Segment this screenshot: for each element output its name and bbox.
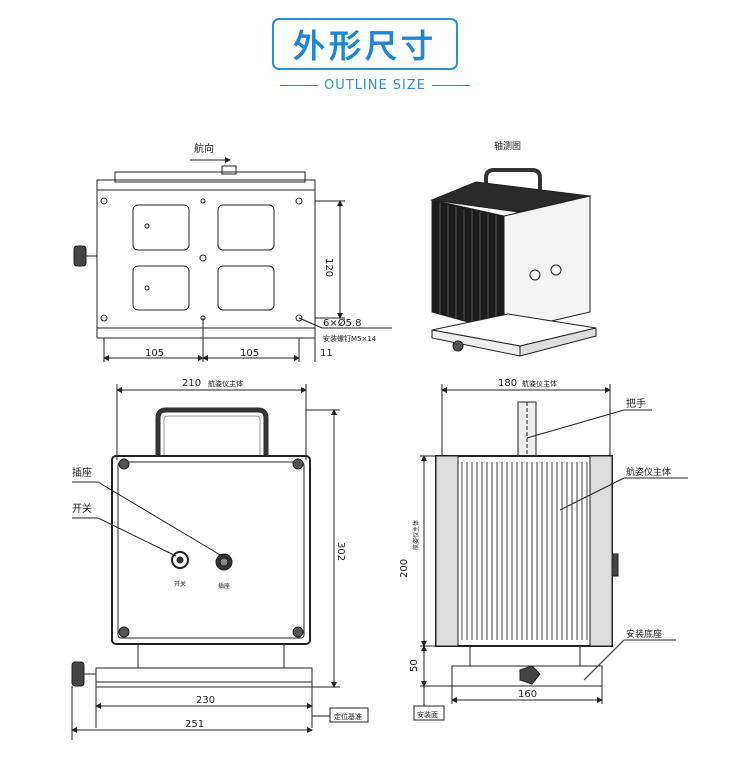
side-datum-label: 安装面	[417, 710, 438, 719]
top-hole	[144, 285, 150, 291]
iso-fins	[439, 203, 497, 330]
iso-socket-icon	[550, 264, 562, 276]
front-handle	[155, 407, 269, 456]
side-view: 180 航姿仪主体	[399, 378, 688, 721]
socket-label: 插座	[72, 466, 92, 479]
side-dim-200: 200	[399, 559, 410, 578]
side-dim-50: 50	[409, 659, 420, 672]
iso-base-right	[519, 327, 597, 357]
body-label: 航姿仪主体	[626, 466, 671, 478]
front-dim-230: 230	[196, 695, 215, 706]
dim-11: 11	[320, 348, 333, 359]
iso-view: 轴测图	[430, 140, 597, 357]
top-hole	[100, 314, 108, 322]
top-hole	[295, 197, 303, 205]
front-datum-label: 定位基准	[334, 712, 362, 721]
iso-label: 轴测图	[494, 140, 521, 152]
side-connector-icon	[611, 553, 619, 577]
thread-spec: 安装螺钉M5×14	[323, 334, 377, 343]
base-label: 安装底座	[626, 628, 662, 640]
top-view: 航向 105 105 11	[73, 142, 392, 362]
front-screw	[292, 458, 304, 470]
top-plate-tab	[221, 165, 237, 175]
front-socket-small: 插座	[218, 582, 230, 590]
front-body-inner	[117, 461, 305, 639]
top-pad-4	[217, 265, 275, 311]
hole-spec: 6×Ø5.8	[323, 317, 362, 329]
dim-105-right: 105	[240, 348, 259, 359]
title-box: 外形尺寸	[272, 18, 458, 70]
side-dim-160: 160	[518, 689, 537, 700]
top-knob-icon	[73, 245, 87, 267]
front-socket-core	[219, 557, 229, 567]
header: 外形尺寸 OUTLINE SIZE	[0, 0, 750, 110]
front-screw	[118, 458, 130, 470]
top-hole	[295, 314, 303, 322]
front-switch-small: 开关	[174, 580, 186, 588]
datum-box	[413, 705, 445, 721]
side-base	[451, 665, 603, 687]
front-base	[95, 667, 313, 683]
handle-leader	[526, 409, 625, 439]
side-pedestal	[469, 645, 581, 667]
page-title: 外形尺寸	[292, 27, 437, 65]
side-dim-200-note: 航姿仪主体	[412, 520, 420, 550]
front-pedestal	[137, 643, 285, 669]
body-leader	[559, 477, 625, 511]
side-body-right-edge	[589, 455, 613, 647]
datum-box	[329, 707, 369, 723]
front-dim-210: 210	[182, 378, 201, 389]
side-knob-icon	[519, 665, 541, 685]
front-dim-210-note: 航姿仪主体	[208, 379, 243, 388]
side-body-left-edge	[435, 455, 459, 647]
handle-label: 把手	[626, 397, 646, 410]
base-leader	[583, 639, 625, 681]
top-hole	[199, 254, 207, 262]
top-hole	[144, 223, 150, 229]
front-knob-icon	[71, 661, 85, 687]
socket-leader	[97, 481, 223, 557]
subtitle-left-rule	[279, 85, 318, 86]
front-switch-core	[176, 556, 184, 564]
iso-front-face	[503, 195, 591, 333]
switch-label: 开关	[72, 502, 92, 515]
front-view: 210 航姿仪主体 开关 插座 插座 开关 302	[71, 378, 369, 740]
dim-120: 120	[323, 258, 334, 277]
front-screw	[118, 626, 130, 638]
heading-label: 航向	[194, 142, 214, 155]
top-plate-rim	[114, 171, 306, 183]
iso-handle	[484, 168, 542, 198]
side-dim-180: 180	[498, 378, 517, 389]
top-pad-1	[132, 204, 190, 251]
side-fins	[461, 462, 588, 640]
side-dim-180-note: 航姿仪主体	[522, 379, 557, 388]
page-subtitle: OUTLINE SIZE	[323, 78, 427, 93]
front-screw	[292, 626, 304, 638]
top-pad-3	[132, 265, 190, 311]
subtitle-row: OUTLINE SIZE	[0, 78, 750, 93]
top-hole	[100, 197, 108, 205]
iso-left-face	[431, 199, 505, 333]
top-hole	[200, 198, 206, 204]
front-handle-inner	[163, 415, 261, 456]
switch-leader	[97, 517, 177, 557]
iso-switch-icon	[529, 269, 541, 281]
dim-105-left: 105	[145, 348, 164, 359]
top-pad-2	[217, 204, 275, 251]
top-plate-outline	[96, 179, 316, 339]
front-base-lip	[95, 681, 313, 688]
iso-knob-icon	[452, 340, 464, 352]
front-dim-302: 302	[335, 542, 346, 561]
front-switch-icon	[171, 551, 189, 569]
front-dim-251: 251	[185, 719, 204, 730]
subtitle-right-rule	[432, 85, 471, 86]
callout-leader	[298, 317, 323, 329]
